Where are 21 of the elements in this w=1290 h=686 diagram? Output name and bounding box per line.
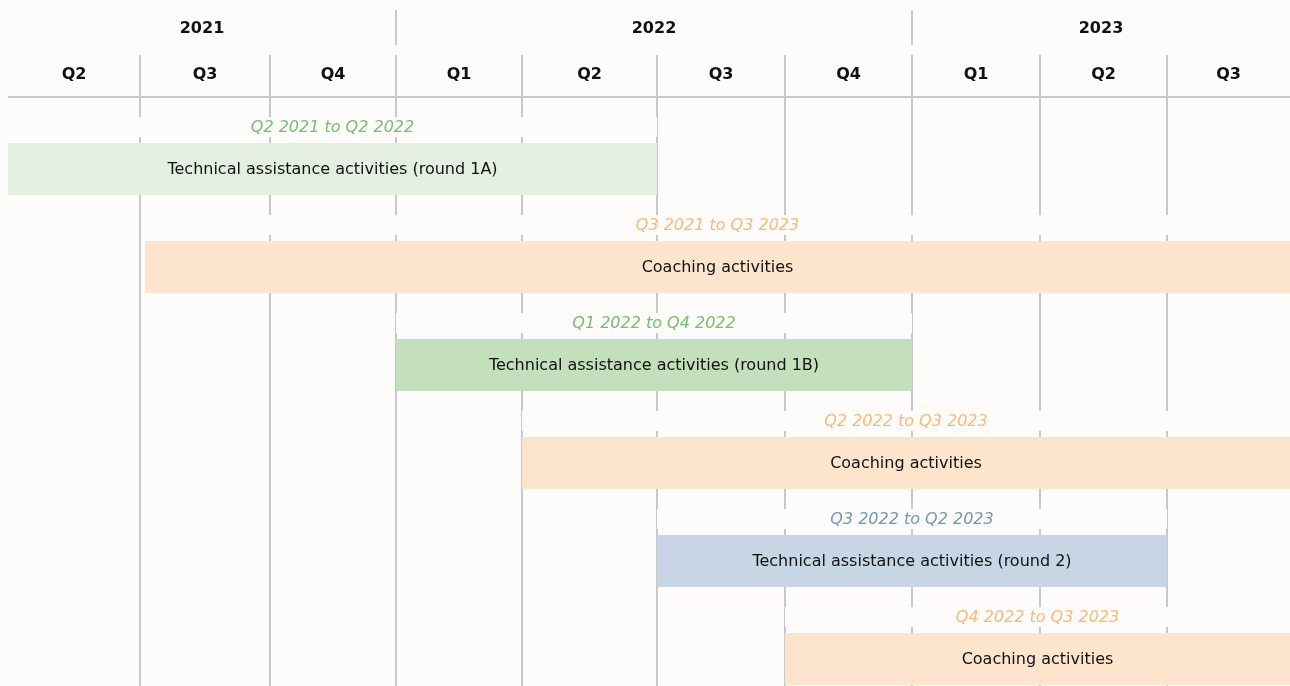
quarter-header: Q4 xyxy=(835,64,862,83)
activity-bar: Technical assistance activities (round 1B) xyxy=(396,339,912,391)
quarter-header: Q3 xyxy=(191,64,219,83)
quarter-header: Q4 xyxy=(319,64,347,83)
quarter-header: Q2 xyxy=(1090,64,1117,83)
quarter-header: Q3 xyxy=(1215,64,1242,83)
activity-bar: Coaching activities xyxy=(145,241,1290,293)
year-header: 2023 xyxy=(1077,18,1125,37)
quarter-header: Q1 xyxy=(962,64,990,83)
year-header: 2021 xyxy=(178,18,226,37)
quarter-header: Q2 xyxy=(576,64,603,83)
quarter-header: Q1 xyxy=(445,64,473,83)
quarter-header: Q3 xyxy=(707,64,735,83)
date-range: Q1 2022 to Q4 2022 xyxy=(396,313,912,333)
date-range: Q3 2022 to Q2 2023 xyxy=(657,509,1167,529)
quarter-header: Q2 xyxy=(60,64,88,83)
activity-bar: Technical assistance activities (round 1A) xyxy=(8,143,657,195)
year-header: 2022 xyxy=(630,18,678,37)
activity-bar: Technical assistance activities (round 2) xyxy=(657,535,1167,587)
activity-bar: Coaching activities xyxy=(785,633,1290,685)
activity-bar: Coaching activities xyxy=(522,437,1290,489)
